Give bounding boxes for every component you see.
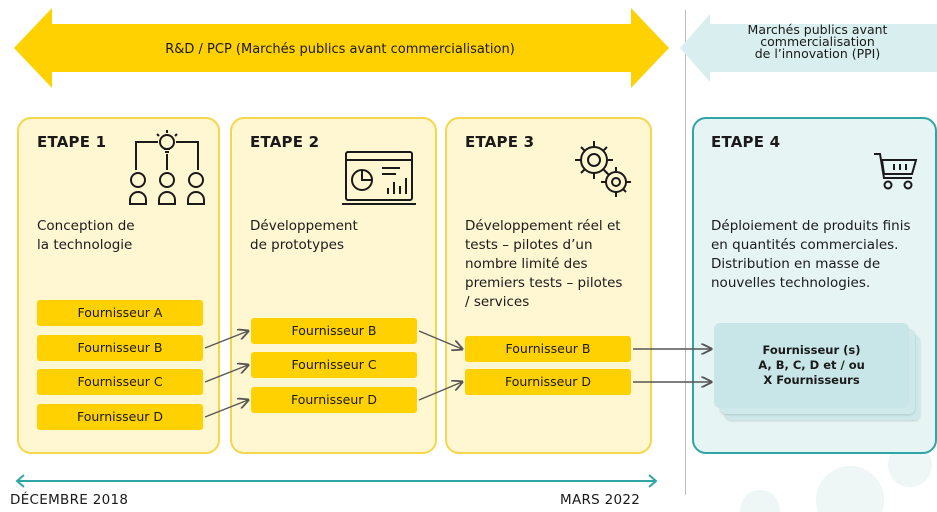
timeline-end-date: MARS 2022 bbox=[560, 492, 641, 508]
stage-1-supplier-a: Fournisseur A bbox=[37, 300, 203, 326]
stage-3-description: Développement réel et tests – pilotes d’… bbox=[465, 218, 623, 310]
stage-1-title: ETAPE 1 bbox=[37, 133, 107, 151]
rd-pcp-banner-label: R&D / PCP (Marchés publics avant commerc… bbox=[165, 42, 515, 57]
stage-4-description: Déploiement de produits finis en quantit… bbox=[711, 218, 911, 291]
gear-watermark-icon bbox=[740, 443, 932, 512]
monitor-chart-icon bbox=[342, 151, 416, 205]
stage-3-supplier-b: Fournisseur B bbox=[465, 336, 631, 362]
timeline-arrow bbox=[15, 474, 658, 488]
stage-2-supplier-d: Fournisseur D bbox=[251, 387, 417, 413]
stage-2-supplier-c: Fournisseur C bbox=[251, 352, 417, 378]
stage-3-box bbox=[445, 117, 652, 454]
stage-1-description: Conception de la technologie bbox=[37, 218, 135, 253]
people-idea-icon bbox=[129, 130, 205, 205]
stage-1-supplier-d: Fournisseur D bbox=[37, 404, 203, 430]
stage-2-description: Développement de prototypes bbox=[250, 218, 358, 253]
stage-2-title: ETAPE 2 bbox=[250, 133, 320, 151]
shopping-cart-icon bbox=[874, 153, 918, 190]
stage-1-supplier-c: Fournisseur C bbox=[37, 369, 203, 395]
stage-1-supplier-b: Fournisseur B bbox=[37, 335, 203, 361]
stage-2-supplier-b: Fournisseur B bbox=[251, 318, 417, 344]
gears-icon bbox=[575, 141, 631, 197]
stage-4-supplier-card: Fournisseur (s) A, B, C, D et / ou X Fou… bbox=[714, 323, 909, 408]
rd-pcp-banner-arrow bbox=[14, 8, 669, 88]
timeline-divider bbox=[685, 10, 686, 495]
timeline-start-date: DÉCEMBRE 2018 bbox=[10, 492, 129, 508]
stage-3-supplier-d: Fournisseur D bbox=[465, 369, 631, 395]
ppi-banner-arrow bbox=[680, 14, 937, 82]
stage-3-title: ETAPE 3 bbox=[465, 133, 535, 151]
ppi-banner-label: Marchés publics avant commercialisation … bbox=[747, 22, 888, 61]
stage-1-box bbox=[17, 117, 220, 454]
stage-4-title: ETAPE 4 bbox=[711, 133, 781, 151]
